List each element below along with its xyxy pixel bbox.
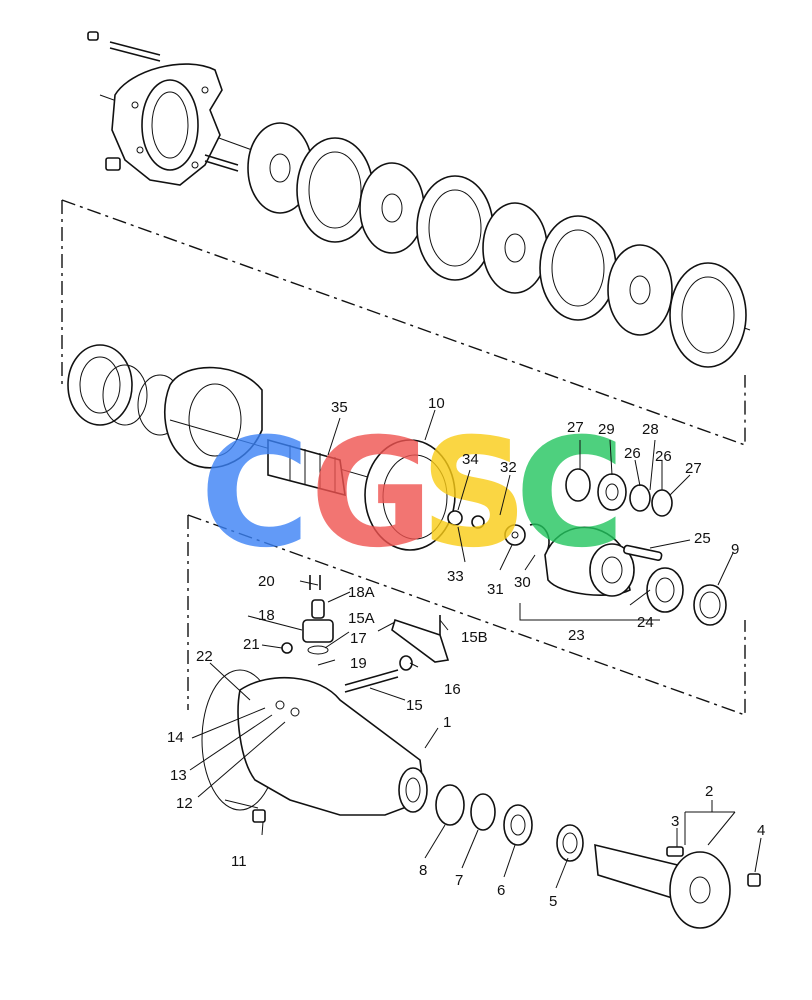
callout-23: 23 <box>568 627 585 644</box>
callout-35: 35 <box>331 399 348 416</box>
callout-33: 33 <box>447 568 464 585</box>
callout-26b: 26 <box>655 448 672 465</box>
callout-25: 25 <box>694 530 711 547</box>
callout-27b: 27 <box>685 460 702 477</box>
callout-12: 12 <box>176 795 193 812</box>
callout-16: 16 <box>444 681 461 698</box>
callout-28: 28 <box>642 421 659 438</box>
callout-6: 6 <box>497 882 505 899</box>
callout-4: 4 <box>757 822 765 839</box>
axle-bearings <box>435 784 584 862</box>
callout-15A: 15A <box>348 610 375 627</box>
callout-18: 18 <box>258 607 275 624</box>
callout-10: 10 <box>428 395 445 412</box>
callout-19: 19 <box>350 655 367 672</box>
leader-lines <box>189 409 762 889</box>
bearing-and-seal <box>646 567 727 626</box>
callout-21: 21 <box>243 636 260 653</box>
callout-20: 20 <box>258 573 275 590</box>
callout-27a: 27 <box>567 419 584 436</box>
callout-18A: 18A <box>348 584 375 601</box>
control-valve-parts <box>281 575 450 693</box>
watermark-letter-c2: C <box>515 407 625 581</box>
callout-31: 31 <box>487 581 504 598</box>
differential-case <box>544 526 663 597</box>
callout-11: 11 <box>231 853 247 870</box>
callout-32: 32 <box>500 459 517 476</box>
ring-gear <box>364 439 456 551</box>
callout-15B: 15B <box>461 629 488 646</box>
callout-labels: 1 2 3 4 5 6 7 8 9 10 11 12 13 14 15 15A … <box>167 395 765 910</box>
callout-3: 3 <box>671 813 679 830</box>
callout-30: 30 <box>514 574 531 591</box>
callout-1: 1 <box>443 714 451 731</box>
differential-small-parts <box>447 468 673 556</box>
watermark-letter-g: G <box>310 407 433 581</box>
housing-studs <box>87 31 239 172</box>
upper-enclosure-frame <box>61 199 746 446</box>
callout-5: 5 <box>549 893 557 910</box>
callout-9: 9 <box>731 541 739 558</box>
callout-24: 24 <box>637 614 654 631</box>
callout-2: 2 <box>705 783 713 800</box>
callout-15: 15 <box>406 697 423 714</box>
axle-housing <box>201 669 428 823</box>
brake-disc-stack <box>247 122 747 368</box>
watermark: C G S C <box>200 407 625 581</box>
callout-14: 14 <box>167 729 184 746</box>
axle-shaft <box>594 843 761 929</box>
callout-17: 17 <box>350 630 367 647</box>
callout-26a: 26 <box>624 445 641 462</box>
callout-13: 13 <box>170 767 187 784</box>
callout-8: 8 <box>419 862 427 879</box>
callout-22: 22 <box>196 648 213 665</box>
lower-enclosure-frame <box>187 514 746 716</box>
pinion-shaft <box>267 438 346 497</box>
watermark-letter-s: S <box>420 407 528 581</box>
watermark-letter-c1: C <box>200 407 310 581</box>
callout-34: 34 <box>462 451 479 468</box>
callout-29: 29 <box>598 421 615 438</box>
callout-7: 7 <box>455 872 463 889</box>
brake-piston <box>67 344 183 436</box>
